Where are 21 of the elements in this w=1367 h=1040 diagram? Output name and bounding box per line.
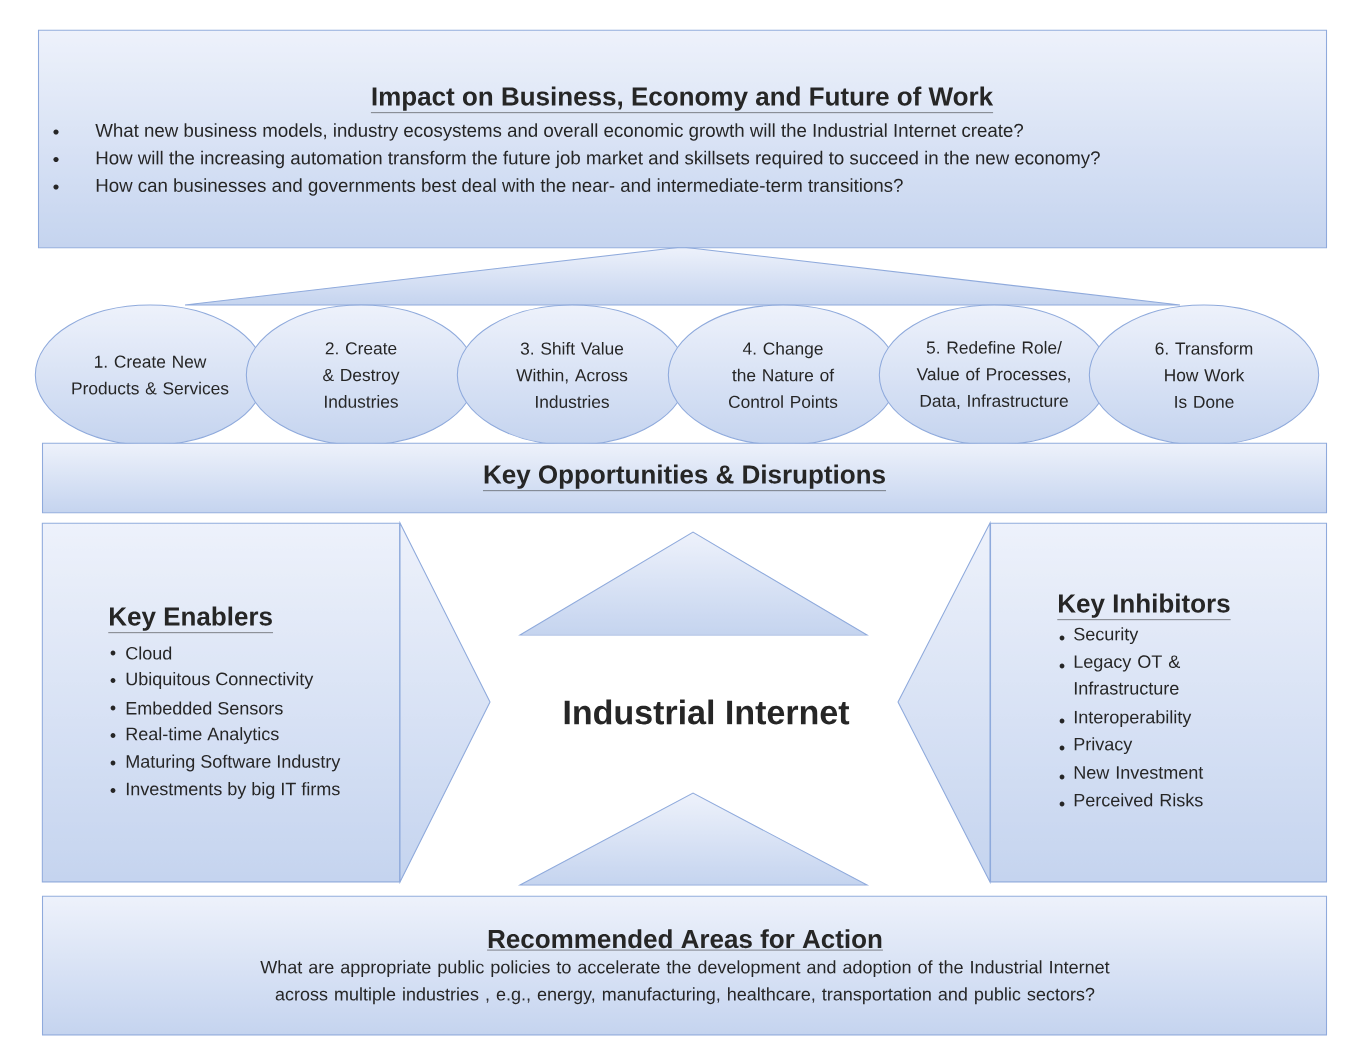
bullet-item: How will the increasing automation transform the future job market and skillsets required to succeed in the new economy? (96, 150, 1100, 169)
bullet-item: Privacy (1074, 737, 1133, 755)
heading: Impact on Business, Economy and Future of Work (370, 86, 994, 113)
bullet-item: Investments by big IT firms (126, 782, 340, 799)
bullet-item: Cloud (126, 646, 172, 660)
bullet-item: What new business models, industry ecosystems and overall economic growth will the Industrial Internet create? (95, 123, 1024, 141)
bullet-item: New Investment (1074, 766, 1204, 779)
bullet-item: How can businesses and governments best deal with the near- and intermediate-term transitions? (96, 178, 903, 196)
heading: Key Inhibitors (1057, 593, 1231, 620)
bullet-item: Maturing Software Industry (126, 754, 341, 772)
paragraph: What are appropriate public policies to accelerate the development and adoption of the Industrial Internet across multiple industries , e.g., energy, manufacturing, healthcare, transportation and public sectors? (260, 960, 1110, 1005)
bullet-item: Embedded Sensors (126, 701, 283, 715)
bullet-item: Real-time Analytics (126, 727, 279, 744)
bullet-item: Legacy OT & Infrastructure (1074, 655, 1181, 695)
heading: Key Enablers (108, 606, 274, 633)
bullet-item: Interoperability (1074, 710, 1192, 728)
bullet-item: Ubiquitous Connectivity (126, 672, 314, 689)
heading: Recommended Areas for Action (486, 929, 884, 951)
bullet-item: Perceived Risks (1074, 793, 1203, 807)
bullet-item: Security (1074, 627, 1139, 645)
center-label: Industrial Internet (564, 699, 850, 725)
